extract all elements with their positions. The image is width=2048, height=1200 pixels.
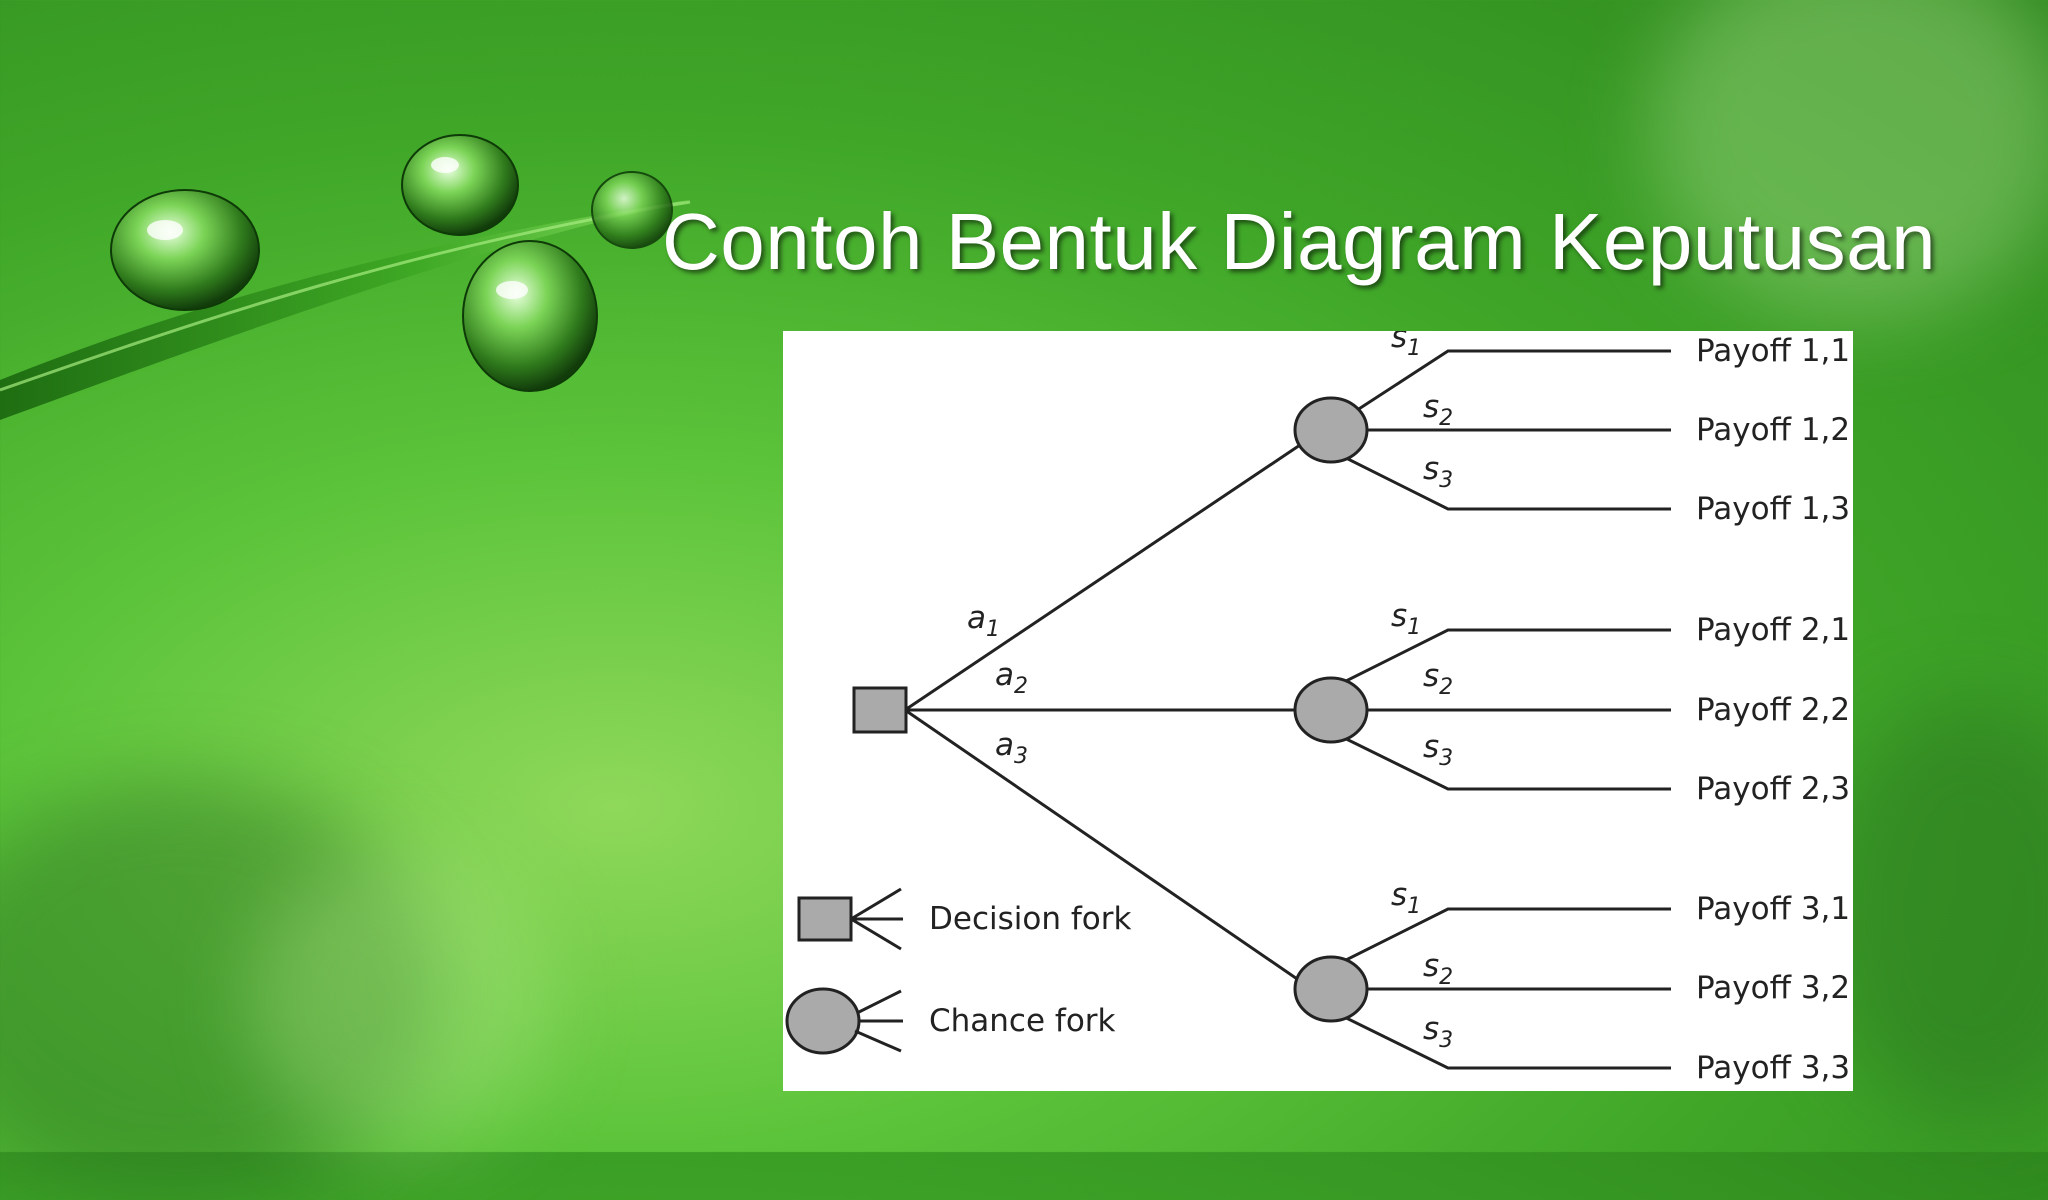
action-branch-3 <box>904 708 1304 985</box>
legend-chance-fork: Chance fork <box>785 987 1116 1055</box>
state-label-2-2: s2 <box>1423 658 1453 700</box>
decision-node <box>852 686 908 734</box>
legend-decision-label: Decision fork <box>929 901 1131 937</box>
state-label-2-1: s1 <box>1391 598 1421 640</box>
state-label-1-3: s3 <box>1423 451 1453 493</box>
state-branch-3-3 <box>1327 1007 1671 1070</box>
payoff-3-1: Payoff 3,1 <box>1696 891 1850 927</box>
legend-decision-fork: Decision fork <box>797 887 1131 951</box>
payoff-2-3: Payoff 2,3 <box>1696 771 1850 807</box>
action-branch-1 <box>904 441 1304 712</box>
state-branch-3-1 <box>1327 907 1671 971</box>
chance-node-2 <box>1293 676 1369 744</box>
legend-chance-symbol <box>785 987 861 1055</box>
chance-node-3 <box>1293 955 1369 1023</box>
state-label-3-3: s3 <box>1423 1011 1453 1053</box>
legend-decision-symbol <box>797 896 853 942</box>
state-label-1-2: s2 <box>1423 389 1453 431</box>
payoff-2-1: Payoff 2,1 <box>1696 612 1850 648</box>
payoff-2-2: Payoff 2,2 <box>1696 692 1850 728</box>
state-label-2-3: s3 <box>1423 729 1453 771</box>
payoff-1-3: Payoff 1,3 <box>1696 491 1850 527</box>
payoff-3-3: Payoff 3,3 <box>1696 1050 1850 1086</box>
payoff-1-1: Payoff 1,1 <box>1696 333 1850 369</box>
action-label-2: a2 <box>995 657 1028 699</box>
leaf-water-drops-image <box>0 134 691 420</box>
state-branch-1-3 <box>1327 447 1671 511</box>
slide-title: Contoh Bentuk Diagram Keputusan <box>662 197 1937 286</box>
action-label-1: a1 <box>967 600 1000 642</box>
state-label-3-2: s2 <box>1423 948 1453 990</box>
state-branch-2-3 <box>1327 728 1671 791</box>
chance-node-1 <box>1293 396 1369 464</box>
action-label-3: a3 <box>995 727 1028 769</box>
payoff-1-2: Payoff 1,2 <box>1696 412 1850 448</box>
state-branch-2-1 <box>1327 628 1671 692</box>
payoff-3-2: Payoff 3,2 <box>1696 970 1850 1006</box>
legend-chance-label: Chance fork <box>929 1003 1116 1039</box>
state-label-3-1: s1 <box>1391 877 1421 919</box>
state-label-1-1: s1 <box>1391 331 1421 361</box>
state-branch-1-1 <box>1327 349 1671 431</box>
decision-diagram: a1 a2 a3 s1 s2 s3 s1 s2 s3 s1 s2 s3 Payo… <box>783 331 1853 1091</box>
